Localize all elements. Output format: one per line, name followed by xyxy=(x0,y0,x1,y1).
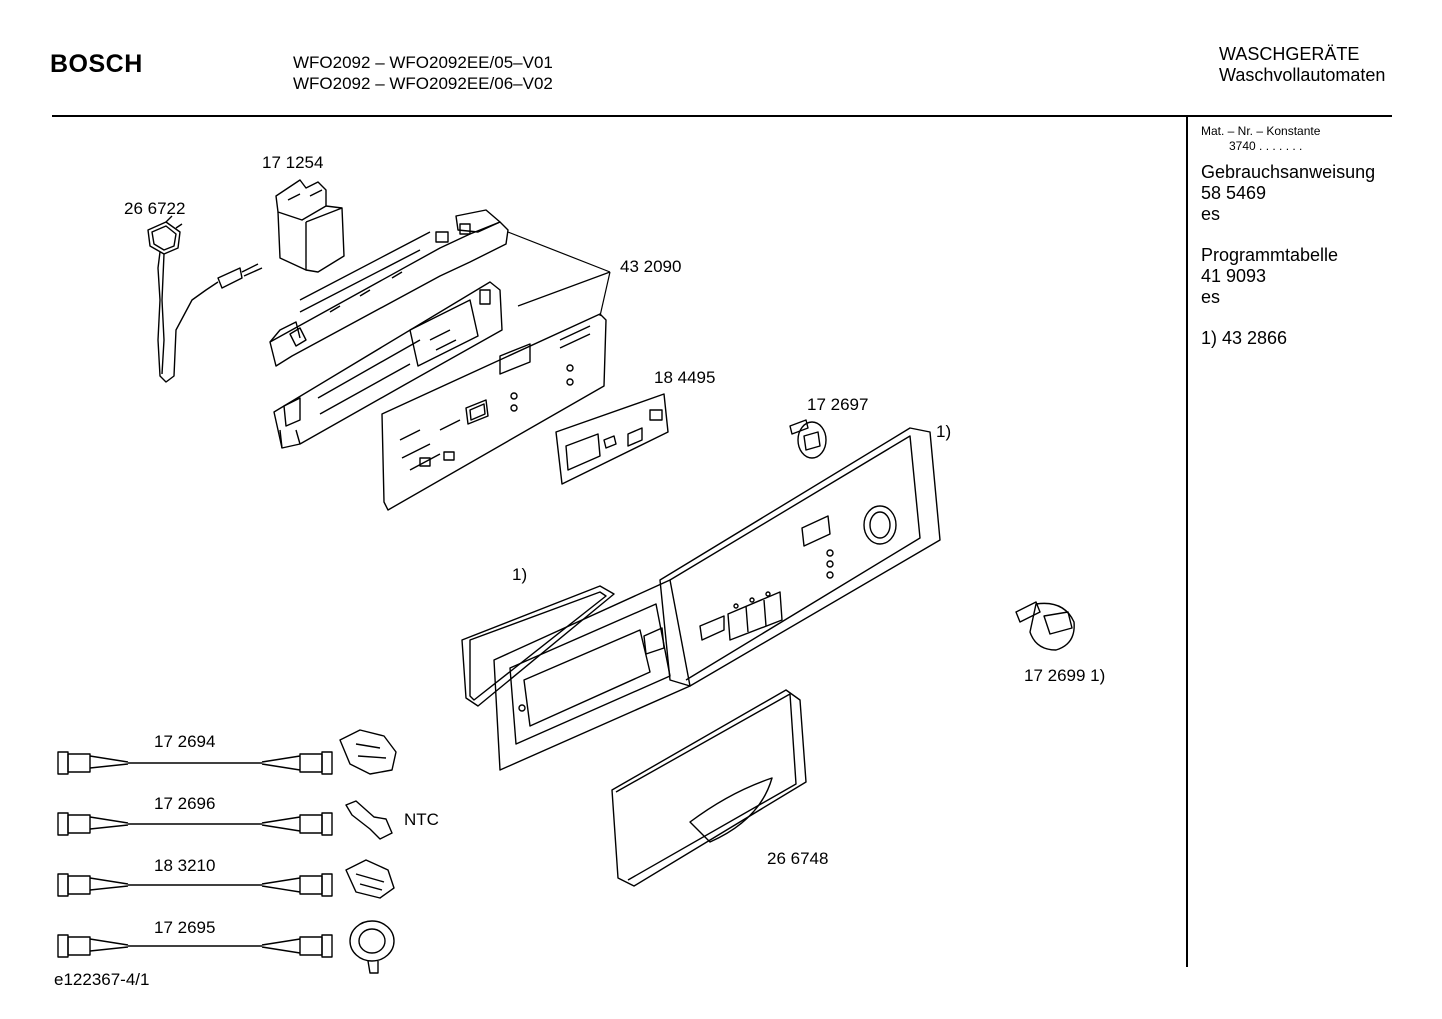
label-knob: 17 2699 1) xyxy=(1024,666,1105,685)
mat-value: 3740 . . . . . . . xyxy=(1229,139,1303,153)
label-cable-1: 17 2694 xyxy=(154,732,215,751)
footnote: 1) 43 2866 xyxy=(1201,328,1288,348)
pcb-drawing xyxy=(381,313,607,511)
manual-number: 58 5469 xyxy=(1201,183,1267,203)
power-cord-drawing xyxy=(147,215,263,383)
label-gasket-note: 1) xyxy=(512,565,527,584)
drawer-handle-drawing xyxy=(611,689,807,887)
selector-shaft-drawing xyxy=(789,419,827,459)
header-divider xyxy=(52,115,1392,117)
sidebar-divider xyxy=(1186,117,1188,967)
brand-logo: BOSCH xyxy=(50,50,143,78)
label-selector-shaft: 17 2697 xyxy=(807,395,868,414)
label-relay: 17 1254 xyxy=(262,153,323,172)
module-lower-drawing xyxy=(273,281,503,449)
manual-title: Gebrauchsanweisung xyxy=(1201,162,1376,182)
label-cable-3: 18 3210 xyxy=(154,856,215,875)
table-number: 41 9093 xyxy=(1201,266,1267,286)
model-list: WFO2092 – WFO2092EE/05–V01 WFO2092 – WFO… xyxy=(293,52,553,94)
relay-drawing xyxy=(275,179,345,273)
control-panel-drawing xyxy=(659,427,941,687)
category-title: WASCHGERÄTE Waschvollautomaten xyxy=(1219,44,1385,86)
label-ntc: NTC xyxy=(404,810,439,829)
label-power-cord: 26 6722 xyxy=(124,199,185,218)
table-lang: es xyxy=(1201,287,1221,307)
label-display-board: 18 4495 xyxy=(654,368,715,387)
label-cable-4: 17 2695 xyxy=(154,918,215,937)
model-line: WFO2092 – WFO2092EE/06–V02 xyxy=(293,74,553,93)
module-housing-drawing xyxy=(269,209,509,367)
label-drawer-handle: 26 6748 xyxy=(767,849,828,868)
manual-lang: es xyxy=(1201,204,1221,224)
mat-label: Mat. – Nr. – Konstante xyxy=(1201,124,1321,138)
cable-harness-drawings xyxy=(57,729,397,974)
category-sub: Waschvollautomaten xyxy=(1219,65,1386,85)
display-board-drawing xyxy=(555,393,669,485)
category-main: WASCHGERÄTE xyxy=(1219,44,1360,64)
drawing-id: e122367-4/1 xyxy=(54,970,149,989)
model-line: WFO2092 – WFO2092EE/05–V01 xyxy=(293,53,553,72)
label-module: 43 2090 xyxy=(620,257,681,276)
label-cable-2: 17 2696 xyxy=(154,794,215,813)
label-panel-note: 1) xyxy=(936,422,951,441)
table-title: Programmtabelle xyxy=(1201,245,1339,265)
knob-drawing xyxy=(1015,601,1075,651)
gasket-drawing xyxy=(461,585,615,707)
drawer-frame-drawing xyxy=(493,579,691,771)
